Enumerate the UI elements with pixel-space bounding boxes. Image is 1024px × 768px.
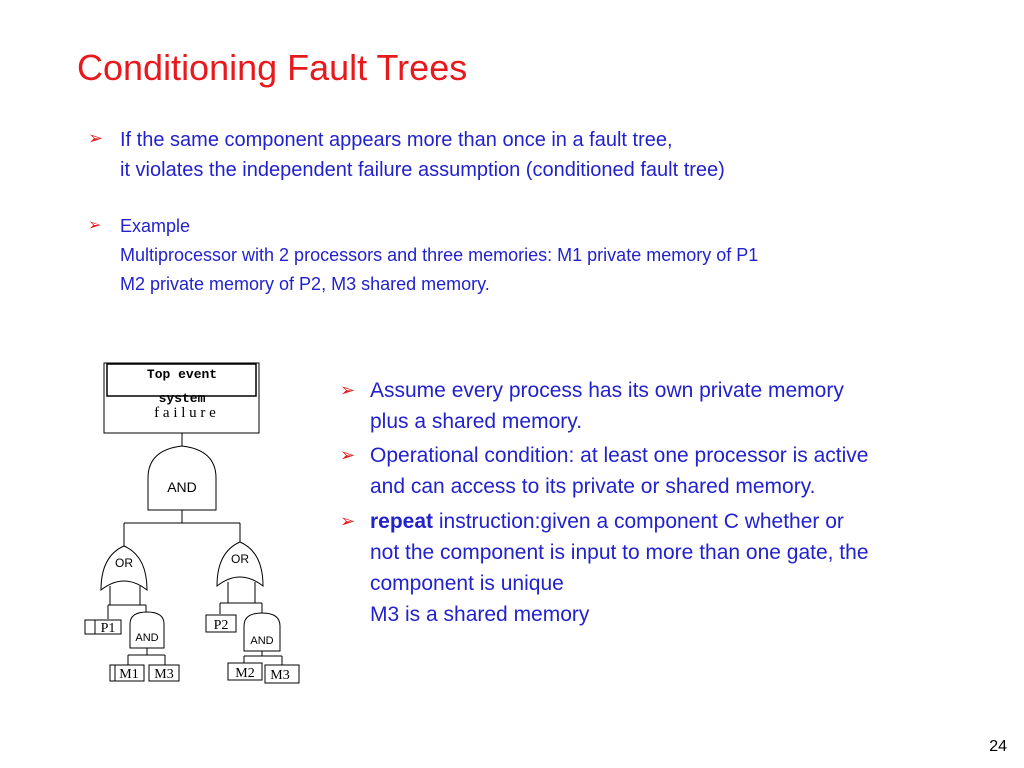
or-gate-shape <box>100 545 148 592</box>
or-gate-label: OR <box>231 552 249 566</box>
bullet-line: plus a shared memory. <box>370 410 583 433</box>
bullet-line: M2 private memory of P2, M3 shared memor… <box>120 274 490 294</box>
top-event-label: f a i l u r e <box>154 405 216 421</box>
component-label-m2: M2 <box>235 666 254 681</box>
component-box-m3-left <box>148 664 180 682</box>
and-gate-label: AND <box>135 632 158 644</box>
component-box-m3-right <box>264 664 300 684</box>
bullet-line: M3 is a shared memory <box>370 603 590 626</box>
bullet-line: component is unique <box>370 572 564 595</box>
component-label-m3: M3 <box>270 668 289 683</box>
bullet-line: Multiprocessor with 2 processors and thr… <box>120 245 759 265</box>
component-box-m1 <box>109 664 145 682</box>
bullet-example: Example Multiprocessor with 2 processors… <box>120 212 758 299</box>
and-gate-shape <box>147 445 217 511</box>
bullet-line: and can access to its private or shared … <box>370 475 816 498</box>
arrow-bullet-icon: ➢ <box>340 380 356 400</box>
bullet-line: Example <box>120 216 191 236</box>
and-gate-shape <box>129 611 165 649</box>
bullet-text: instruction:given a component C whether … <box>433 510 844 533</box>
component-label-m1: M1 <box>119 667 138 682</box>
bullet-line: not the component is input to more than … <box>370 541 869 564</box>
component-label-m3: M3 <box>154 667 173 682</box>
bullet-repeat-instruction: repeat instruction:given a component C w… <box>370 506 869 630</box>
component-box-p1 <box>84 619 122 635</box>
slide-title: Conditioning Fault Trees <box>77 47 468 88</box>
bullet-line: repeat instruction:given a component C w… <box>370 506 869 537</box>
top-event-label: Top event <box>147 367 217 382</box>
and-gate-label: AND <box>167 479 197 495</box>
bullet-conditioned-fault-tree: If the same component appears more than … <box>120 125 725 185</box>
top-event-label: system <box>159 391 206 406</box>
or-gate-shape <box>216 541 264 588</box>
and-gate-label: AND <box>250 635 273 647</box>
component-label-p1: P1 <box>101 621 116 636</box>
bullet-line: it violates the independent failure assu… <box>120 159 725 181</box>
component-box-m2 <box>227 662 263 681</box>
bullet-line: Operational condition: at least one proc… <box>370 444 869 467</box>
arrow-bullet-icon: ➢ <box>88 217 102 234</box>
or-gate-label: OR <box>115 556 133 570</box>
bullet-line: Assume every process has its own private… <box>370 379 844 402</box>
page-number: 24 <box>989 738 1007 755</box>
component-label-p2: P2 <box>214 618 229 633</box>
arrow-bullet-icon: ➢ <box>340 445 356 465</box>
component-box-p2 <box>205 614 237 633</box>
and-gate-shape <box>243 612 281 652</box>
arrow-bullet-icon: ➢ <box>340 511 356 531</box>
bullet-private-memory: Assume every process has its own private… <box>370 375 844 437</box>
bold-keyword: repeat <box>370 510 434 533</box>
arrow-bullet-icon: ➢ <box>88 128 104 148</box>
bullet-operational-condition: Operational condition: at least one proc… <box>370 440 868 502</box>
bullet-line: If the same component appears more than … <box>120 129 673 151</box>
top-event-inner-box <box>106 363 257 397</box>
